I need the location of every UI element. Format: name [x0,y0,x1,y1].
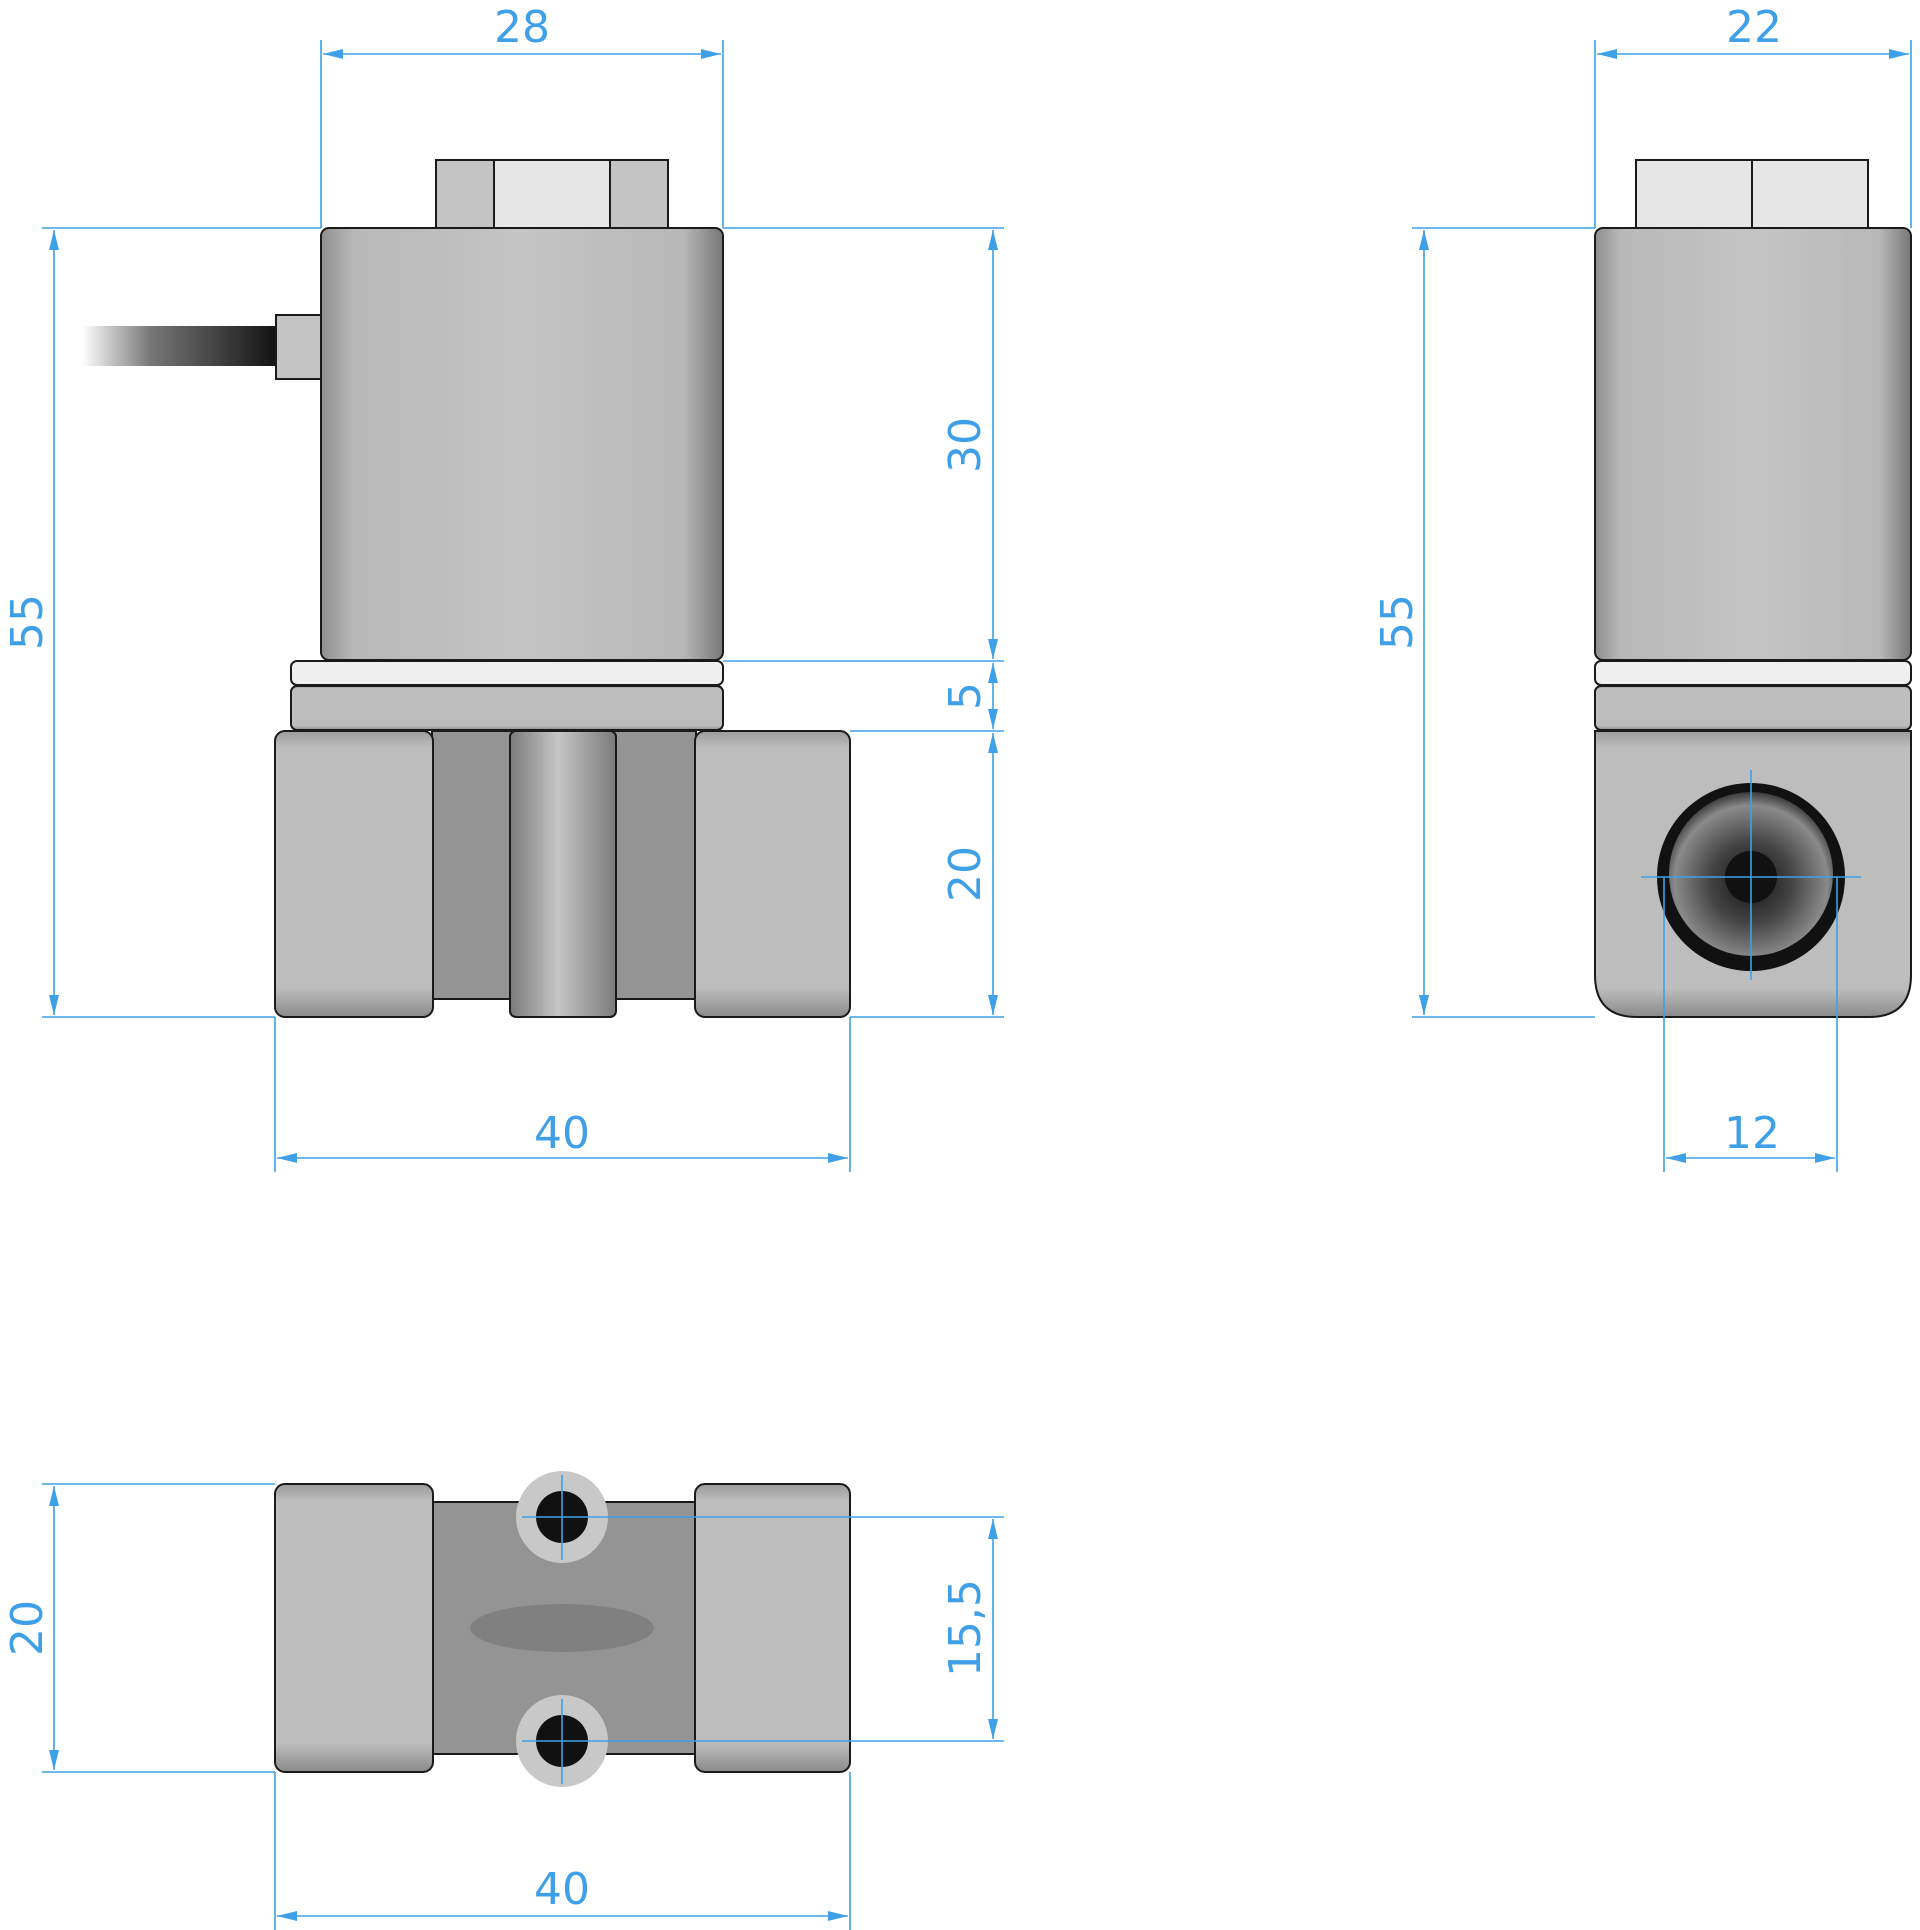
body-right-block [694,730,851,1018]
front-dim-coil-height: 30 [940,417,991,473]
front-view-dimensions [42,40,1004,1172]
bottom-right-block [694,1483,851,1773]
seal-ring [290,660,724,686]
bottom-left-block [274,1483,434,1773]
hex-nut [435,159,669,229]
bottom-dim-width: 40 [534,1864,590,1915]
side-seal-ring [1594,660,1912,686]
front-dim-body-width: 40 [534,1108,590,1159]
body-left-block [274,730,434,1018]
cable-gland [275,314,323,380]
bottom-dim-height: 20 [2,1600,53,1656]
bottom-center-oval [470,1604,654,1652]
front-dim-top-width: 28 [494,2,550,53]
side-flange [1594,685,1912,731]
front-dim-total-height: 55 [2,594,53,650]
flange [290,685,724,731]
side-dim-port-diameter: 12 [1724,1108,1780,1159]
side-dim-total-height: 55 [1372,594,1423,650]
bottom-view-dimensions [42,1475,1004,1930]
side-coil-body [1594,227,1912,661]
side-dim-top-width: 22 [1726,2,1782,53]
bottom-view [274,1471,851,1787]
coil-body [320,227,724,661]
front-view [82,159,851,1018]
side-view-dimensions [1412,40,1912,1172]
cable [82,326,278,366]
front-dim-body-height: 20 [940,846,991,902]
side-view [1594,159,1912,1018]
side-hex-nut [1635,159,1869,229]
center-post [509,730,617,1018]
front-dim-flange-height: 5 [940,682,991,710]
bottom-dim-hole-spacing: 15,5 [940,1579,991,1677]
